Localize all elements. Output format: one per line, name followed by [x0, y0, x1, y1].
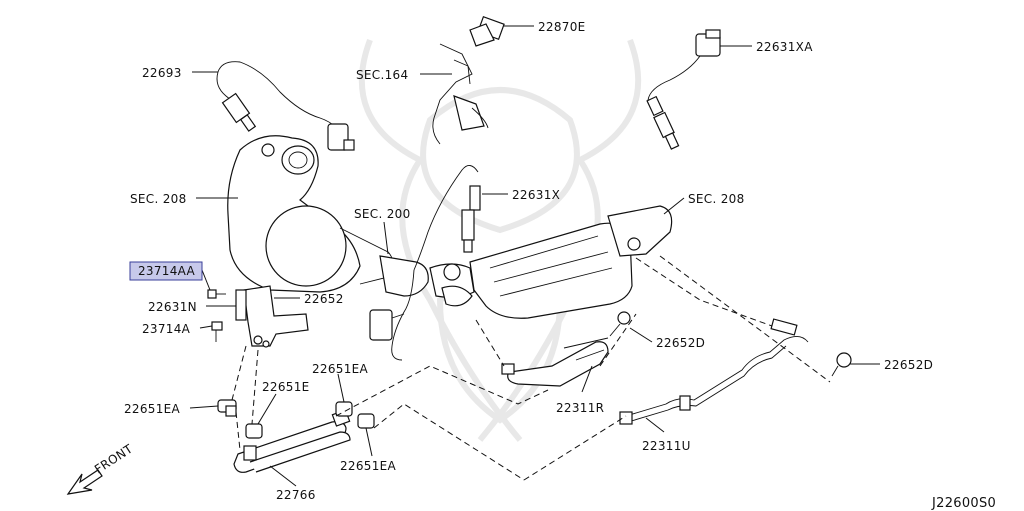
front-catalytic-converter[interactable] [227, 135, 429, 297]
tube-22311u[interactable] [619, 318, 809, 425]
label-22631xa[interactable]: 22631XA [756, 40, 813, 54]
label-sec208-right[interactable]: SEC. 208 [688, 192, 745, 206]
bracket-22870e[interactable] [432, 15, 505, 145]
leader-lines [189, 25, 880, 487]
label-22311r[interactable]: 22311R [556, 401, 604, 415]
label-22651ea-bottom[interactable]: 22651EA [340, 459, 397, 473]
sensor-22631xa[interactable] [646, 29, 721, 150]
front-indicator: FRONT [66, 441, 136, 495]
label-22870e[interactable]: 22870E [538, 20, 586, 34]
bolt-22652d-mid[interactable] [609, 311, 631, 337]
front-arrow-icon [66, 469, 103, 495]
label-22631n[interactable]: 22631N [148, 300, 197, 314]
diagram-code: J22600S0 [931, 496, 996, 511]
hose-22766[interactable] [233, 409, 351, 473]
label-22651e[interactable]: 22651E [262, 380, 310, 394]
label-sec208-left[interactable]: SEC. 208 [130, 192, 187, 206]
label-22652[interactable]: 22652 [304, 292, 344, 306]
label-sec164[interactable]: SEC.164 [356, 68, 408, 82]
sensor-harness-lower[interactable] [369, 269, 415, 361]
bolt-23714aa[interactable] [207, 289, 226, 299]
sensor-22693[interactable] [216, 61, 355, 151]
label-22693[interactable]: 22693 [142, 66, 182, 80]
label-22631x[interactable]: 22631X [512, 188, 560, 202]
rear-catalytic-converter[interactable] [429, 205, 673, 319]
label-22311u[interactable]: 22311U [642, 439, 691, 453]
label-22651ea-top[interactable]: 22651EA [312, 362, 369, 376]
bolt-23714a[interactable] [211, 321, 223, 342]
dashed-assembly-lines [231, 255, 831, 481]
bracket-22652[interactable] [235, 285, 309, 348]
highlight-23714aa[interactable] [129, 261, 203, 281]
tube-22311r[interactable] [501, 337, 609, 387]
label-23714aa[interactable]: 23714AA [138, 264, 196, 278]
label-22652d-right[interactable]: 22652D [884, 358, 933, 372]
label-sec200[interactable]: SEC. 200 [354, 207, 411, 221]
sensor-22631x[interactable] [413, 165, 481, 271]
front-label: FRONT [92, 441, 136, 476]
bolt-22652d-right[interactable] [831, 352, 852, 377]
label-23714a[interactable]: 23714A [142, 322, 191, 336]
clamp-22651ea-left[interactable] [217, 399, 237, 417]
label-22766[interactable]: 22766 [276, 488, 316, 502]
clamp-22651ea-bottom[interactable] [357, 413, 375, 429]
clamp-22651e[interactable] [245, 423, 263, 439]
label-22651ea-left[interactable]: 22651EA [124, 402, 181, 416]
part-labels: 22693 22870E 22631XA SEC.164 SEC. 208 SE… [124, 20, 933, 502]
label-22652d-mid[interactable]: 22652D [656, 336, 705, 350]
